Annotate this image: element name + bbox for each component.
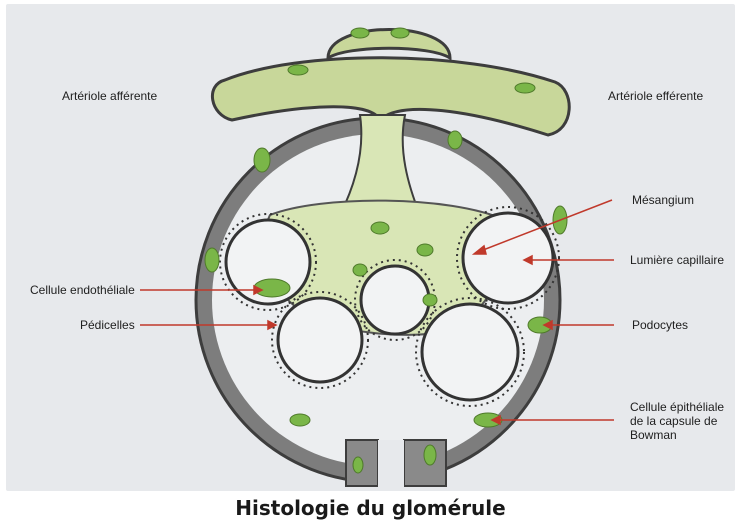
label-arteriole-efferente: Artériole efférente xyxy=(608,89,703,103)
label-arteriole-afferente: Artériole afférente xyxy=(62,89,157,103)
label-pedicelles: Pédicelles xyxy=(80,318,135,332)
label-cellule-endotheliale: Cellule endothéliale xyxy=(30,283,135,297)
capillary-loop xyxy=(422,304,518,400)
capillary-loop xyxy=(463,213,553,303)
arteriole-top-loop xyxy=(328,30,450,59)
label-podocytes: Podocytes xyxy=(632,318,688,332)
urinary-pole-right xyxy=(404,440,446,486)
capillary-loop xyxy=(361,266,429,334)
figure-title: Histologie du glomérule xyxy=(0,496,741,520)
label-mesangium: Mésangium xyxy=(632,193,694,207)
label-lumiere-capillaire: Lumière capillaire xyxy=(630,253,724,267)
label-cellule-epitheliale: Cellule épithéliale de la capsule de Bow… xyxy=(630,400,740,442)
capillary-loop xyxy=(278,298,362,382)
